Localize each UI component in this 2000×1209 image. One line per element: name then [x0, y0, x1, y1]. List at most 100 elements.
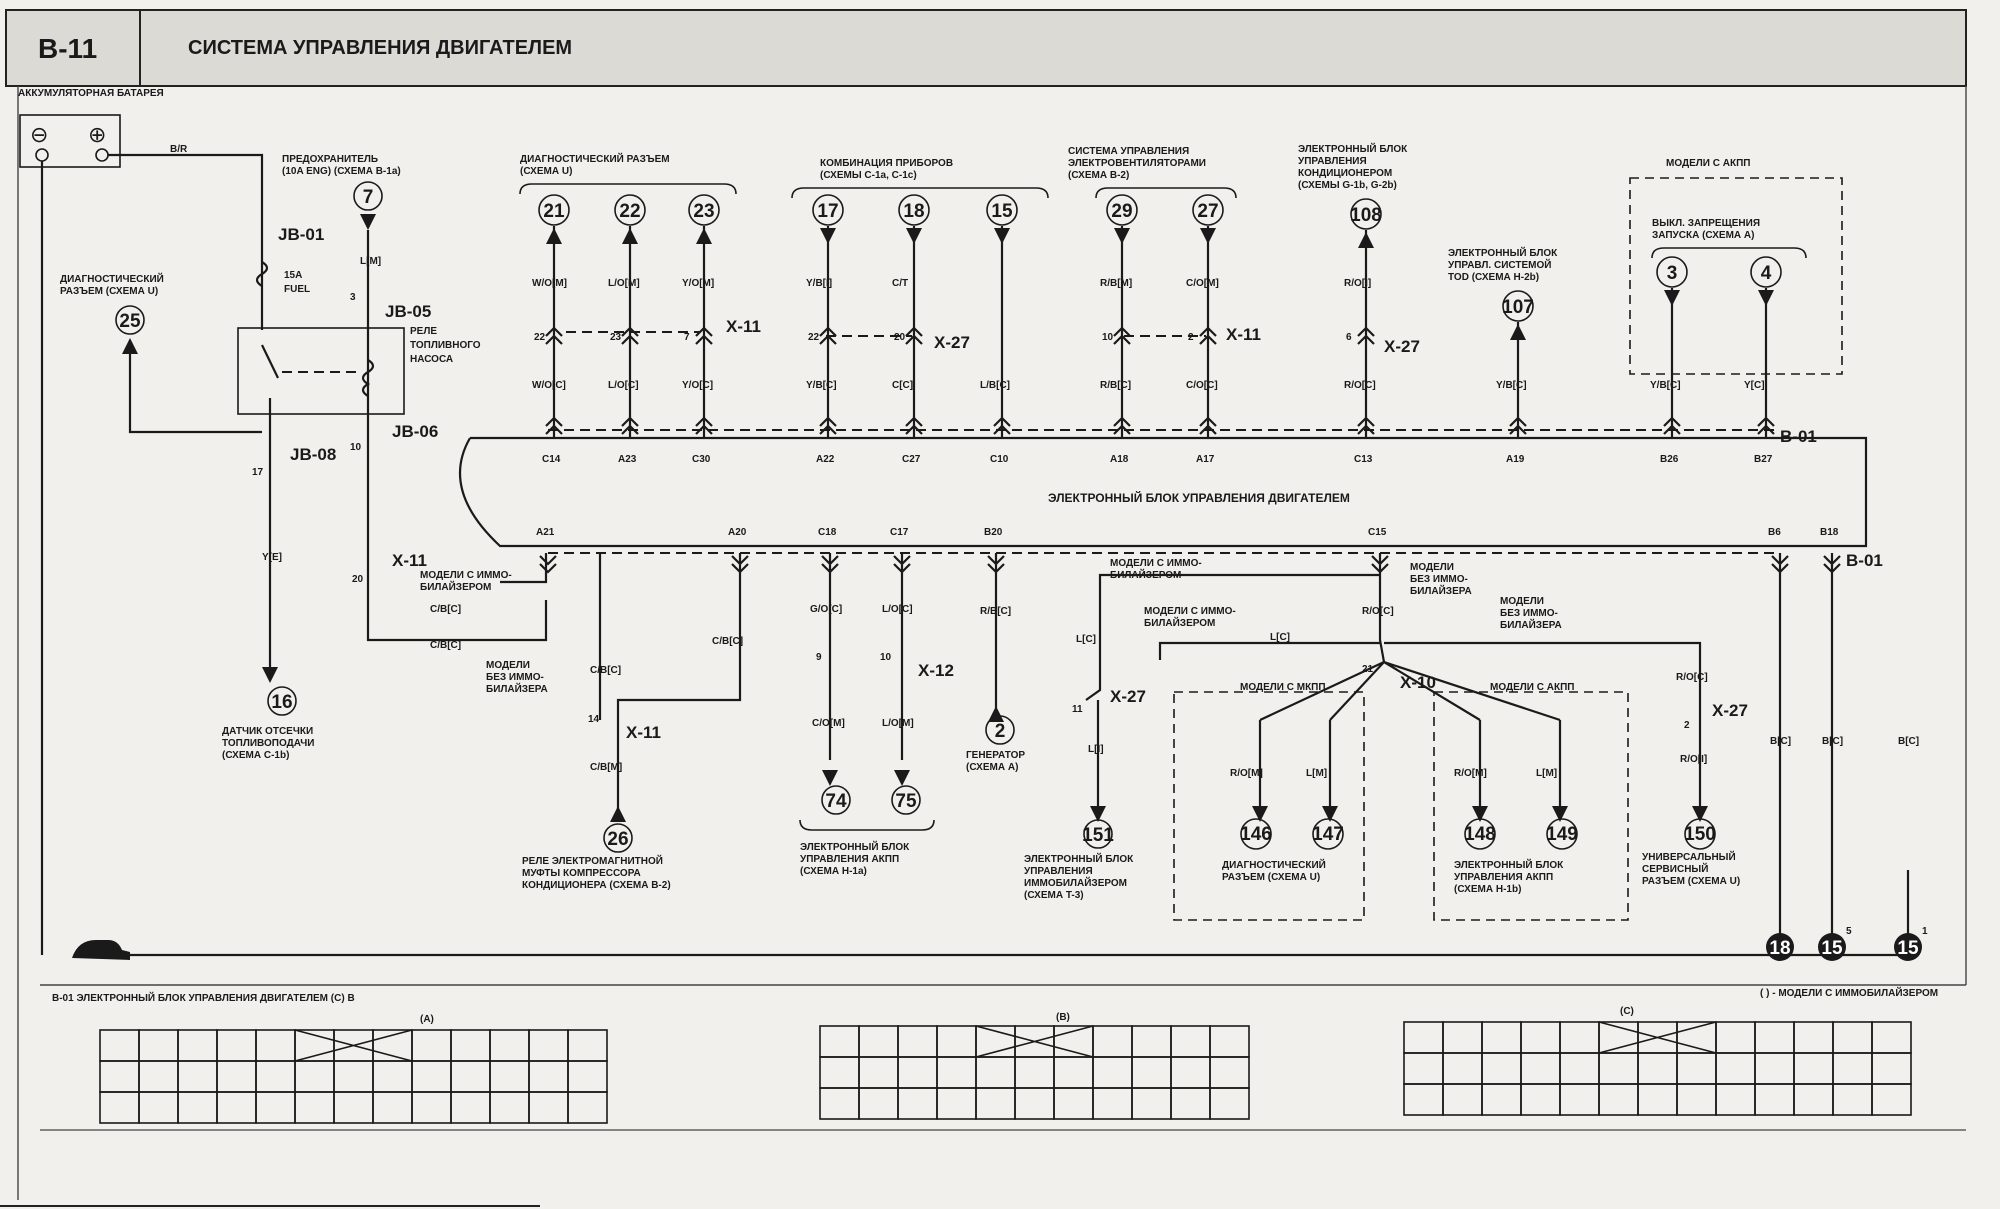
svg-text:(10A ENG) (СХЕМА B-1a): (10A ENG) (СХЕМА B-1a): [282, 166, 401, 177]
svg-text:7: 7: [363, 187, 374, 208]
svg-text:X-12: X-12: [918, 661, 954, 680]
connector-a-cell: [99, 1029, 140, 1062]
svg-text:ЭЛЕКТРОННЫЙ БЛОК: ЭЛЕКТРОННЫЙ БЛОК: [800, 840, 910, 853]
svg-text:1: 1: [1922, 926, 1928, 937]
connector-a-cell: [411, 1060, 452, 1093]
connector-a-cell: [255, 1029, 296, 1062]
connector-a-cell: [333, 1060, 374, 1093]
svg-text:РАЗЪЕМ (СХЕМА U): РАЗЪЕМ (СХЕМА U): [60, 286, 158, 297]
svg-text:Y/O[C]: Y/O[C]: [682, 380, 713, 391]
svg-text:C/B[C]: C/B[C]: [430, 640, 461, 651]
connector-b-cell: [1131, 1025, 1172, 1058]
svg-text:РАЗЪЕМ (СХЕМА U): РАЗЪЕМ (СХЕМА U): [1642, 876, 1740, 887]
connector-b-cell: [1092, 1087, 1133, 1120]
svg-text:ДИАГНОСТИЧЕСКИЙ: ДИАГНОСТИЧЕСКИЙ: [60, 272, 164, 285]
connector-b-cell: [1053, 1056, 1094, 1089]
connector-b-cell: [936, 1056, 977, 1089]
svg-text:16: 16: [271, 692, 292, 713]
svg-text:ЭЛЕКТРОННЫЙ БЛОК: ЭЛЕКТРОННЫЙ БЛОК: [1298, 142, 1408, 155]
connector-a-cell: [294, 1060, 335, 1093]
ref-circle-22: 22: [619, 201, 640, 222]
connector-a-cell: [177, 1060, 218, 1093]
svg-text:ДИАГНОСТИЧЕСКИЙ РАЗЪЕМ: ДИАГНОСТИЧЕСКИЙ РАЗЪЕМ: [520, 152, 670, 165]
svg-text:МОДЕЛИ С ИММО-: МОДЕЛИ С ИММО-: [1110, 558, 1202, 569]
connector-b-cell: [1209, 1087, 1250, 1120]
engine-ecu: ЭЛЕКТРОННЫЙ БЛОК УПРАВЛЕНИЯ ДВИГАТЕЛЕМ: [458, 436, 1868, 548]
connector-c-cell: [1871, 1052, 1912, 1085]
connector-c-cell: [1481, 1021, 1522, 1054]
svg-text:R/B[M]: R/B[M]: [1100, 278, 1132, 289]
connector-b-cell: [975, 1087, 1016, 1120]
connector-b-cell: [858, 1025, 899, 1058]
connector-c-cell: [1715, 1021, 1756, 1054]
connector-c-cell: [1559, 1021, 1600, 1054]
connector-c-cell: [1520, 1083, 1561, 1116]
connector-a-cell: [489, 1060, 530, 1093]
connector-a-cell: [99, 1091, 140, 1124]
svg-text:147: 147: [1312, 824, 1344, 845]
connector-a-cell: [255, 1091, 296, 1124]
connector-a-cell: [138, 1060, 179, 1093]
connector-c-cell: [1442, 1021, 1483, 1054]
connector-c-cell: [1871, 1021, 1912, 1054]
svg-text:(СХЕМЫ G-1b, G-2b): (СХЕМЫ G-1b, G-2b): [1298, 180, 1397, 191]
svg-text:JB-08: JB-08: [290, 445, 336, 464]
svg-text:БИЛАЙЗЕРА: БИЛАЙЗЕРА: [1500, 618, 1562, 631]
svg-text:2: 2: [1188, 332, 1194, 343]
svg-text:X-27: X-27: [1712, 701, 1748, 720]
svg-text:L[I]: L[I]: [1088, 744, 1104, 755]
svg-text:Y/B[C]: Y/B[C]: [806, 380, 837, 391]
ecu-pin-B6: B6: [1768, 527, 1781, 538]
svg-text:15A: 15A: [284, 270, 302, 281]
svg-text:149: 149: [1546, 824, 1578, 845]
connector-b-cell: [897, 1025, 938, 1058]
svg-text:B/R: B/R: [170, 144, 188, 155]
connector-a-cell: [177, 1091, 218, 1124]
connector-c-cell: [1520, 1052, 1561, 1085]
connector-a-cell: [294, 1091, 335, 1124]
svg-text:МОДЕЛИ: МОДЕЛИ: [1500, 596, 1544, 607]
connector-b-cell: [819, 1025, 860, 1058]
svg-text:R/O[M]: R/O[M]: [1230, 768, 1263, 779]
svg-text:18: 18: [1769, 938, 1790, 959]
x27-label-2: X-27: [1384, 337, 1420, 356]
svg-text:ТОПЛИВОПОДАЧИ: ТОПЛИВОПОДАЧИ: [222, 738, 314, 749]
ref-circle-107: 107: [1502, 297, 1534, 318]
connector-c-cell: [1715, 1052, 1756, 1085]
ecu-pin-A22: A22: [816, 454, 835, 465]
svg-text:КОНДИЦИОНЕРОМ: КОНДИЦИОНЕРОМ: [1298, 168, 1392, 179]
top-column-27: 27C/O[M]2C/O[C]A17: [1186, 194, 1224, 465]
connector-b-cell: [975, 1056, 1016, 1089]
svg-text:УНИВЕРСАЛЬНЫЙ: УНИВЕРСАЛЬНЫЙ: [1642, 850, 1736, 863]
svg-text:20: 20: [894, 332, 906, 343]
svg-text:R/O[C]: R/O[C]: [1676, 672, 1708, 683]
diag-connector-25: ДИАГНОСТИЧЕСКИЙ РАЗЪЕМ (СХЕМА U) 25: [60, 272, 262, 434]
connector-c-cell: [1676, 1083, 1717, 1116]
svg-text:ЭЛЕКТРОННЫЙ БЛОК: ЭЛЕКТРОННЫЙ БЛОК: [1454, 858, 1564, 871]
connector-c-cell: [1520, 1021, 1561, 1054]
svg-text:X-11: X-11: [626, 723, 661, 742]
svg-text:Y/B[I]: Y/B[I]: [806, 278, 832, 289]
svg-text:148: 148: [1464, 824, 1496, 845]
connector-b-cell: [897, 1087, 938, 1120]
connector-c-cell: [1832, 1083, 1873, 1116]
connector-views: [99, 1021, 1912, 1124]
svg-text:БЕЗ ИММО-: БЕЗ ИММО-: [486, 672, 544, 683]
connector-c-cell: [1637, 1052, 1678, 1085]
svg-text:7: 7: [684, 332, 690, 343]
svg-text:МОДЕЛИ: МОДЕЛИ: [1410, 562, 1454, 573]
svg-text:C/O[M]: C/O[M]: [1186, 278, 1219, 289]
connector-b-cell: [1092, 1025, 1133, 1058]
ecu-pin-C15: C15: [1368, 527, 1387, 538]
svg-text:(СХЕМА H-1a): (СХЕМА H-1a): [800, 866, 867, 877]
connector-a-cell: [411, 1091, 452, 1124]
svg-text:146: 146: [1240, 824, 1272, 845]
svg-text:МОДЕЛИ С МКПП: МОДЕЛИ С МКПП: [1240, 682, 1326, 693]
svg-text:L[C]: L[C]: [1270, 632, 1290, 643]
ecu-pin-C18: C18: [818, 527, 837, 538]
svg-text:БИЛАЙЗЕРА: БИЛАЙЗЕРА: [486, 682, 548, 695]
ref-circle-29: 29: [1111, 201, 1132, 222]
connector-a-cell: [528, 1060, 569, 1093]
